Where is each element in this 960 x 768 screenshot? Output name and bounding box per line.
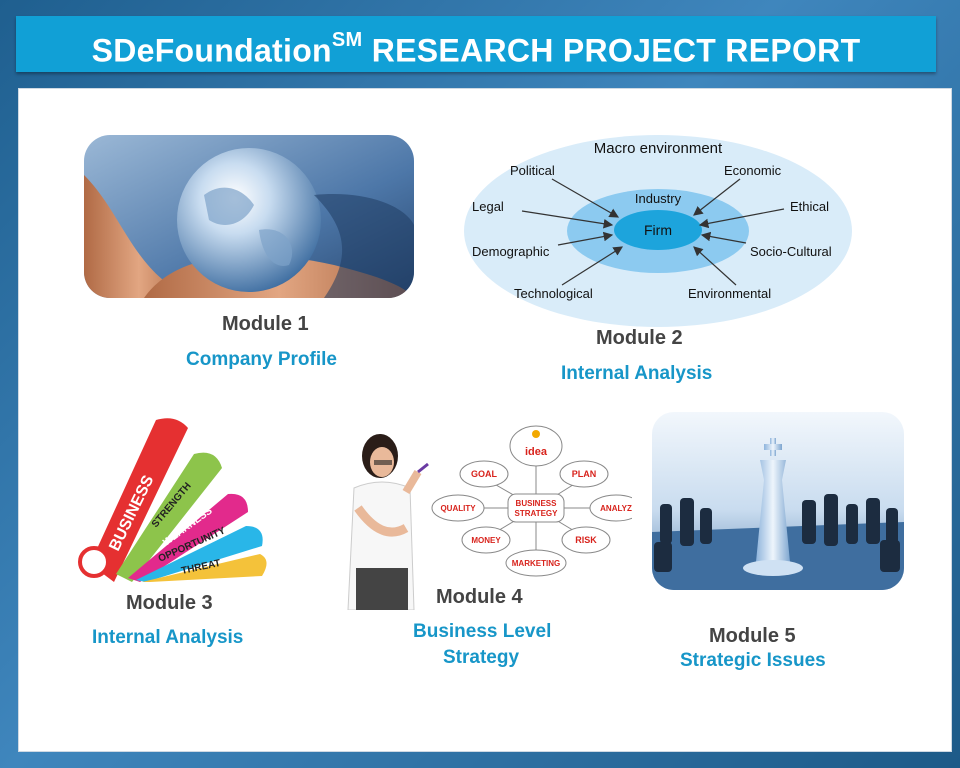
strategy-node-marketing: MARKETING: [512, 559, 560, 568]
strategy-node-goal: GOAL: [471, 469, 498, 479]
module-4-subtitle-line1: Business Level: [413, 621, 552, 642]
firm-label: Firm: [644, 222, 672, 238]
title-bar: SDeFoundationSM RESEARCH PROJECT REPORT: [16, 16, 936, 72]
swot-fan-image: BUSINESS STRENGTH WEAKNESS OPPORTUNITY T…: [76, 414, 268, 582]
factor-legal: Legal: [472, 199, 504, 214]
globe-image: [84, 135, 414, 298]
factor-political: Political: [510, 163, 555, 178]
factor-demographic: Demographic: [472, 244, 550, 259]
factor-environmental: Environmental: [688, 286, 771, 301]
macro-environment-title: Macro environment: [594, 140, 723, 157]
factor-technological: Technological: [514, 286, 593, 301]
strategy-node-money: MONEY: [471, 536, 501, 545]
strategy-center-line1: BUSINESS: [516, 499, 558, 508]
module-5-label: Module 5: [709, 625, 796, 647]
strategy-node-risk: RISK: [575, 535, 597, 545]
page-title: SDeFoundationSM RESEARCH PROJECT REPORT: [91, 29, 861, 69]
chess-image: [652, 412, 904, 590]
strategy-node-plan: PLAN: [572, 469, 597, 479]
factor-ethical: Ethical: [790, 199, 829, 214]
business-strategy-image: idea GOAL PLAN QUALITY ANALYZ MONEY RISK…: [336, 418, 632, 610]
module-2-label: Module 2: [596, 327, 683, 349]
module-1-subtitle: Company Profile: [186, 349, 337, 370]
module-4-label: Module 4: [436, 586, 523, 608]
macro-environment-diagram: Macro environment Industry Firm Politica…: [462, 133, 854, 328]
module-5-subtitle: Strategic Issues: [680, 650, 826, 671]
module-2-subtitle: Internal Analysis: [561, 363, 713, 384]
industry-label: Industry: [635, 191, 682, 206]
module-1-label: Module 1: [222, 313, 309, 335]
factor-socio-cultural: Socio-Cultural: [750, 244, 832, 259]
strategy-node-analyz: ANALYZ: [600, 504, 632, 513]
strategy-node-idea: idea: [525, 446, 548, 458]
factor-economic: Economic: [724, 163, 782, 178]
strategy-center-line2: STRATEGY: [515, 509, 559, 518]
module-3-subtitle: Internal Analysis: [92, 627, 244, 648]
module-4-subtitle-line2: Strategy: [443, 647, 520, 668]
strategy-node-quality: QUALITY: [440, 504, 476, 513]
module-3-label: Module 3: [126, 592, 213, 614]
